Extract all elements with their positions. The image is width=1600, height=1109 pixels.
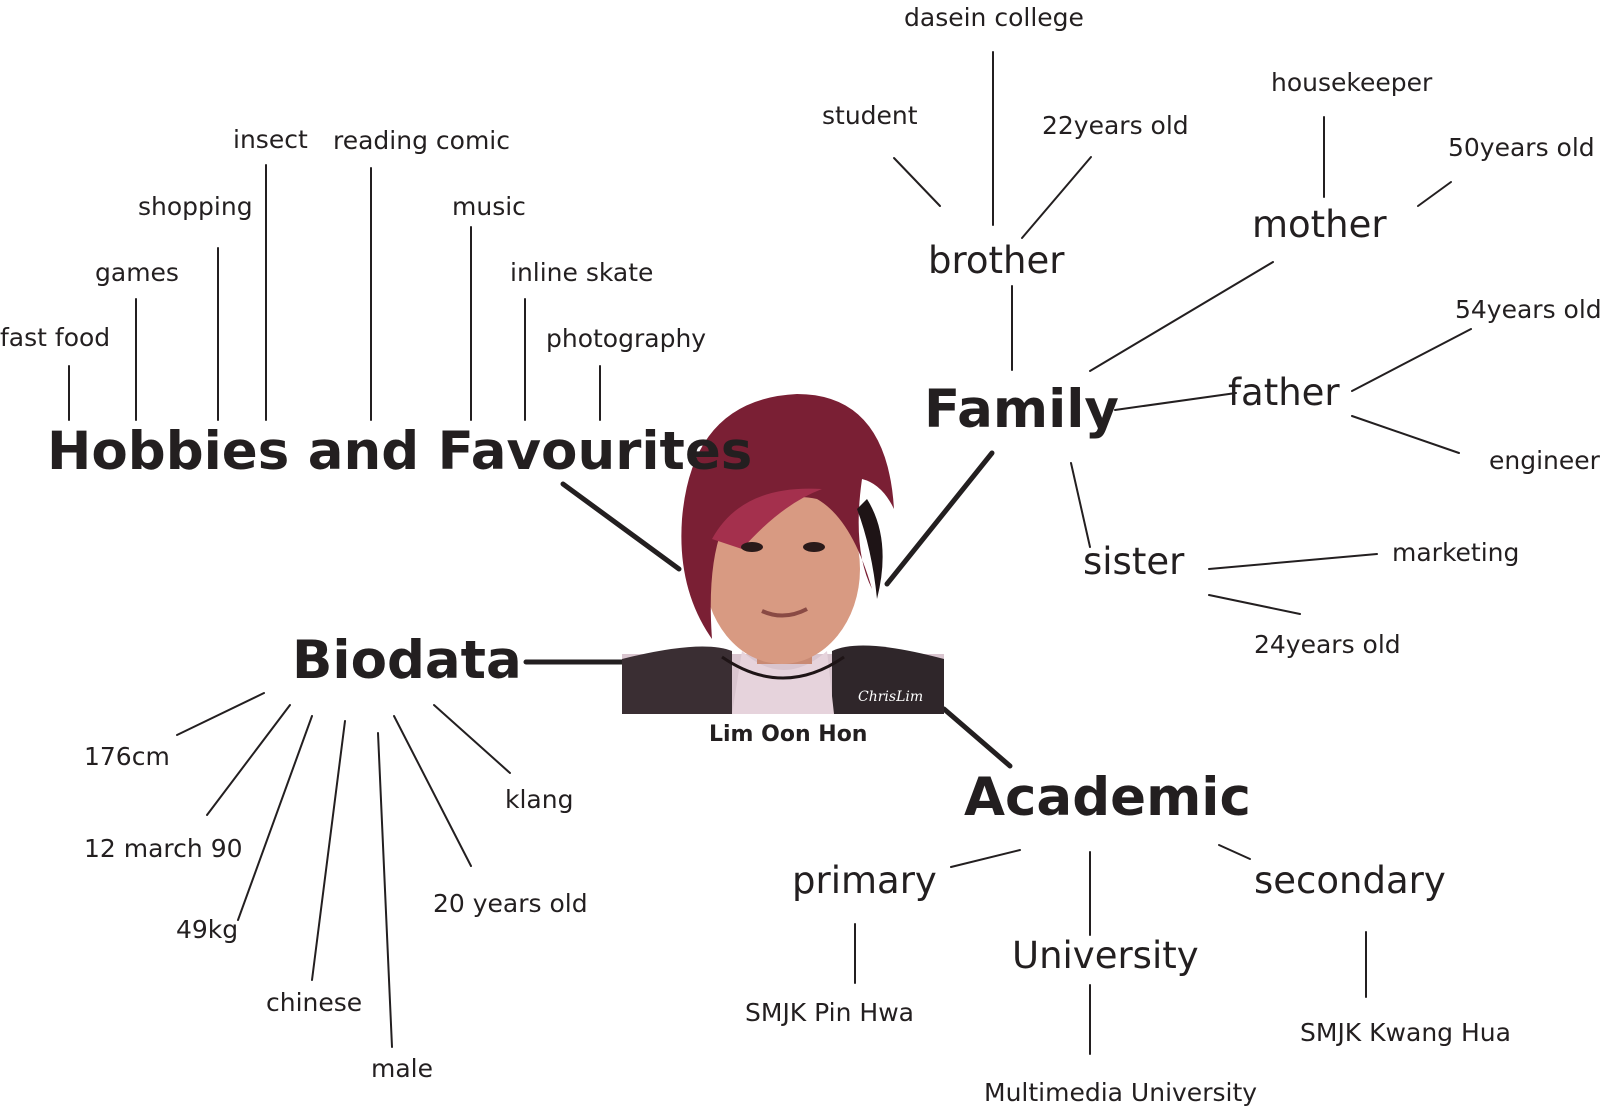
line-academic-primary xyxy=(950,849,1021,868)
hobby-music: music xyxy=(452,192,526,221)
line-bio-race xyxy=(311,720,346,981)
line-mother-age xyxy=(1417,181,1452,207)
hobby-photography: photography xyxy=(546,324,707,353)
line-sister-job xyxy=(1208,553,1378,570)
hobby-reading-comic: reading comic xyxy=(333,126,510,155)
academic-secondary: secondary xyxy=(1254,859,1446,902)
academic-primary: primary xyxy=(792,859,937,902)
line-family-sister xyxy=(1070,462,1091,548)
father-job: engineer xyxy=(1489,446,1600,475)
secondary-school: SMJK Kwang Hua xyxy=(1300,1018,1511,1047)
line-academic-secondary xyxy=(1218,844,1251,860)
line-father-age xyxy=(1351,328,1472,392)
bio-weight: 49kg xyxy=(176,915,239,944)
line-brother-student xyxy=(893,157,941,207)
line-bio-birthday xyxy=(206,704,291,816)
family-heading: Family xyxy=(924,379,1119,440)
line-hobbies-center xyxy=(560,481,682,572)
family-mother: mother xyxy=(1252,203,1387,246)
brother-college: dasein college xyxy=(904,3,1084,32)
hobby-games: games xyxy=(95,258,179,287)
university-school: Multimedia University xyxy=(984,1078,1258,1107)
line-academic-center xyxy=(941,706,1013,769)
hobby-fast-food: fast food xyxy=(0,323,111,352)
line-family-center xyxy=(884,450,995,587)
profile-photo xyxy=(622,389,944,714)
academic-university: University xyxy=(1012,934,1199,977)
line-bio-hometown xyxy=(433,704,511,774)
family-father: father xyxy=(1228,371,1340,414)
family-sister: sister xyxy=(1083,540,1185,583)
hobby-inline-skate: inline skate xyxy=(510,258,654,287)
brother-age: 22years old xyxy=(1042,111,1189,140)
line-family-father xyxy=(1114,392,1237,411)
academic-heading: Academic xyxy=(964,767,1251,828)
bio-age: 20 years old xyxy=(433,889,588,918)
photo-signature: ChrisLim xyxy=(858,689,924,705)
mother-age: 50years old xyxy=(1448,133,1595,162)
hobby-insect: insect xyxy=(233,125,308,154)
line-sister-age xyxy=(1208,594,1301,615)
line-bio-height xyxy=(176,692,265,736)
bio-birthday: 12 march 90 xyxy=(84,834,243,863)
primary-school: SMJK Pin Hwa xyxy=(745,998,914,1027)
line-bio-age xyxy=(393,715,472,867)
line-brother-age xyxy=(1021,156,1092,239)
line-bio-weight xyxy=(237,715,313,921)
father-age: 54years old xyxy=(1455,295,1600,324)
brother-student: student xyxy=(822,101,918,130)
sister-job: marketing xyxy=(1392,538,1520,567)
family-brother: brother xyxy=(928,239,1065,282)
bio-height: 176cm xyxy=(84,742,170,771)
biodata-heading: Biodata xyxy=(292,630,522,691)
person-name-caption: Lim Oon Hon xyxy=(709,722,868,747)
bio-race: chinese xyxy=(266,988,363,1017)
hobbies-heading: Hobbies and Favourites xyxy=(47,421,753,482)
sister-age: 24years old xyxy=(1254,630,1401,659)
mother-job: housekeeper xyxy=(1271,68,1433,97)
line-father-job xyxy=(1351,415,1460,454)
bio-hometown: klang xyxy=(505,785,574,814)
hobby-shopping: shopping xyxy=(138,192,253,221)
bio-gender: male xyxy=(371,1054,433,1083)
line-bio-gender xyxy=(377,732,393,1048)
line-family-mother xyxy=(1089,261,1274,372)
